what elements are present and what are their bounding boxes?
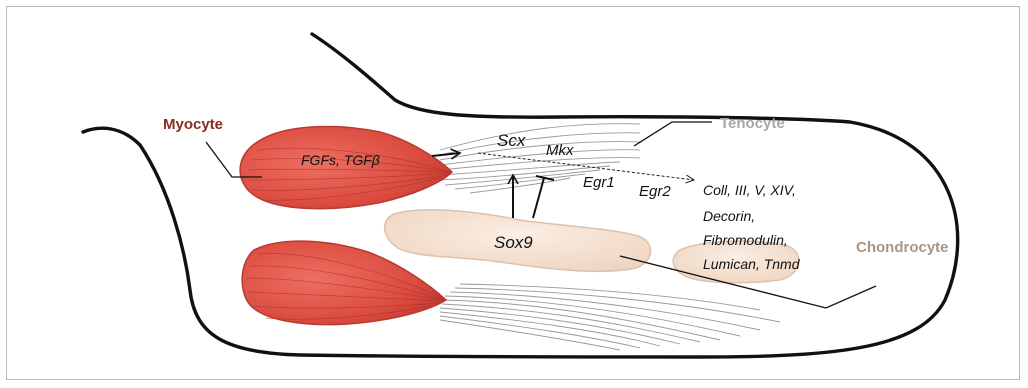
limb-outline-top — [83, 34, 958, 357]
target-line-3: Fibromodulin, — [703, 232, 788, 248]
myocyte-label: Myocyte — [163, 116, 223, 133]
mkx-label: Mkx — [546, 142, 574, 159]
chondrocyte-label: Chondrocyte — [856, 239, 949, 256]
sox9-label: Sox9 — [494, 233, 533, 252]
tenocyte-leader-line — [634, 122, 712, 146]
lower-tendon-fibers — [440, 284, 780, 350]
scx-label: Scx — [497, 131, 526, 150]
target-line-2: Decorin, — [703, 208, 755, 224]
scx-inhibits-sox9 — [533, 176, 554, 218]
egr2-label: Egr2 — [639, 183, 671, 200]
target-line-1: Coll, III, V, XIV, — [703, 182, 796, 198]
fgfs-tgfb-label: FGFs, TGFβ — [301, 152, 380, 168]
target-genes-list: Coll, III, V, XIV, Decorin, Fibromodulin… — [703, 182, 801, 272]
tenocyte-label: Tenocyte — [720, 115, 785, 132]
egr1-label: Egr1 — [583, 174, 615, 191]
target-line-4: Lumican, Tnmd — [703, 256, 801, 272]
